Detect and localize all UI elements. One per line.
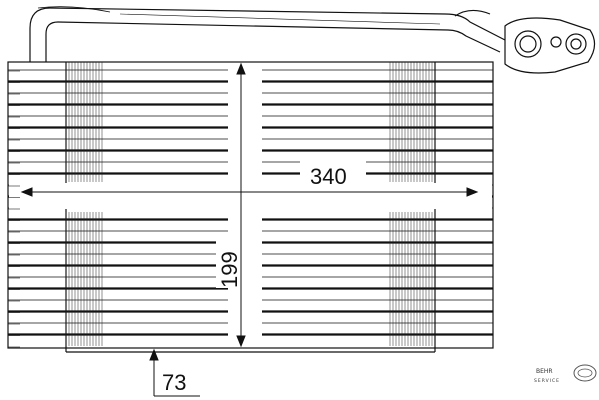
logo-sub-text: SERVICE (534, 378, 560, 384)
depth-dimension-label: 73 (162, 370, 186, 395)
hella-oval-logo (573, 364, 597, 382)
height-dimension-label: 199 (217, 251, 242, 288)
logo-brand-text: BEHR (536, 368, 553, 375)
refrigerant-pipe (29, 6, 506, 62)
depth-dimension (149, 348, 200, 397)
corrugated-fins (8, 62, 433, 348)
width-dimension-label: 340 (310, 164, 347, 189)
height-dimension (216, 62, 246, 348)
fin-rows (8, 69, 493, 336)
width-dimension (20, 160, 479, 197)
connector-block (504, 17, 596, 74)
dimension-gap (9, 183, 492, 209)
brand-logo: BEHR SERVICE (534, 364, 597, 384)
